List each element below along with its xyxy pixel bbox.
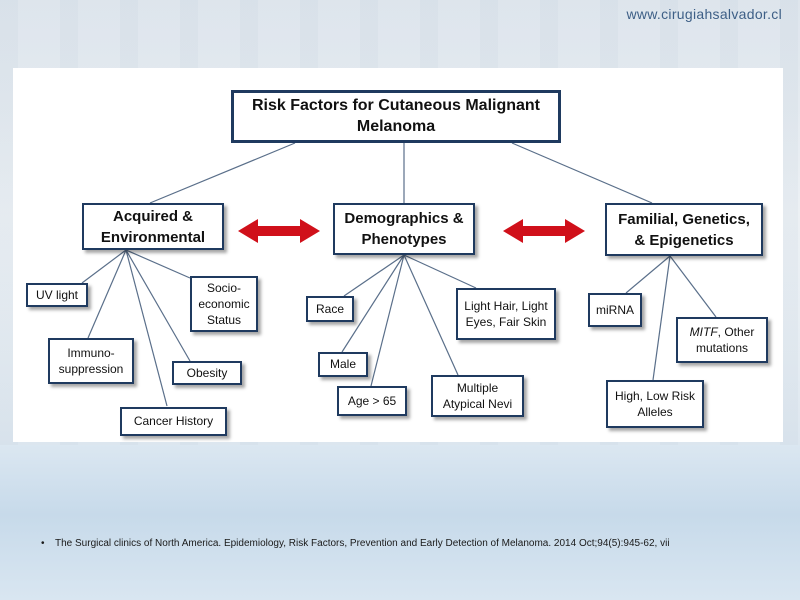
factor-light-features-label: Light Hair, Light Eyes, Fair Skin [464,298,548,329]
factor-alleles-label: High, Low Risk Alleles [614,388,696,419]
factor-cancer-history: Cancer History [120,407,227,436]
factor-race-label: Race [315,301,344,316]
factor-socioeconomic: Socio-economic Status [190,276,258,332]
factor-light-features: Light Hair, Light Eyes, Fair Skin [456,288,556,340]
category-demographics-label: Demographics & Phenotypes [344,210,464,248]
factor-male-label: Male [329,357,356,372]
diagram-title-box: Risk Factors for Cutaneous Malignant Mel… [231,90,561,143]
site-url: www.cirugiahsalvador.cl [626,6,782,22]
factor-age: Age > 65 [337,386,407,416]
double-arrow-right [503,219,585,243]
factor-socioeconomic-label: Socio-economic Status [198,280,250,328]
citation-text: The Surgical clinics of North America. E… [55,538,670,549]
factor-obesity-label: Obesity [186,365,228,380]
connector-acquired-cancer [125,249,168,407]
factor-male: Male [318,352,368,377]
double-arrow-left [238,219,320,243]
factor-uv-light: UV light [26,283,88,307]
factor-mirna: miRNA [588,293,642,327]
category-acquired-box: Acquired & Environmental [82,203,224,250]
factor-uv-light-label: UV light [35,287,79,302]
connector-demo-age [370,254,405,387]
category-familial-box: Familial, Genetics, & Epigenetics [605,203,763,256]
connector-familial-mitf [669,255,717,318]
factor-age-label: Age > 65 [347,393,397,408]
connector-familial-alleles [652,255,671,381]
factor-mitf-rest: , Other mutations [695,324,755,355]
category-familial-label: Familial, Genetics, & Epigenetics [618,210,750,249]
bottom-band [0,445,800,600]
factor-immunosuppression-label: Immuno-suppression [58,345,124,376]
diagram-title: Risk Factors for Cutaneous Malignant Mel… [251,96,541,135]
factor-alleles: High, Low Risk Alleles [606,380,704,428]
connector-title-familial [511,142,653,204]
connector-acquired-immuno [87,249,127,339]
factor-immunosuppression: Immuno-suppression [48,338,134,384]
factor-atypical-nevi: Multiple Atypical Nevi [431,375,524,417]
factor-mirna-label: miRNA [596,302,634,317]
connector-demo-male [341,254,405,353]
connector-acquired-obesity [125,249,191,362]
connector-title-acquired [149,142,296,204]
factor-mitf: MITF, Other mutations [676,317,768,363]
factor-mitf-gene: MITF [689,324,718,339]
factor-obesity: Obesity [172,361,242,385]
factor-mitf-label: MITF, Other mutations [682,324,762,356]
connector-demo-nevi [403,254,459,376]
bullet-icon: • [41,538,45,549]
factor-atypical-nevi-label: Multiple Atypical Nevi [442,380,513,411]
connector-demo-light [403,254,477,289]
connector-familial-mirna [625,255,671,294]
factor-race: Race [306,296,354,322]
connector-acquired-socio [125,249,191,279]
connector-demo-race [343,254,405,297]
category-acquired-label: Acquired & Environmental [100,207,206,246]
factor-cancer-history-label: Cancer History [133,414,214,429]
category-demographics-box: Demographics & Phenotypes [333,203,475,255]
connector-acquired-uvlight [81,249,127,284]
citation: • The Surgical clinics of North America.… [41,538,785,549]
